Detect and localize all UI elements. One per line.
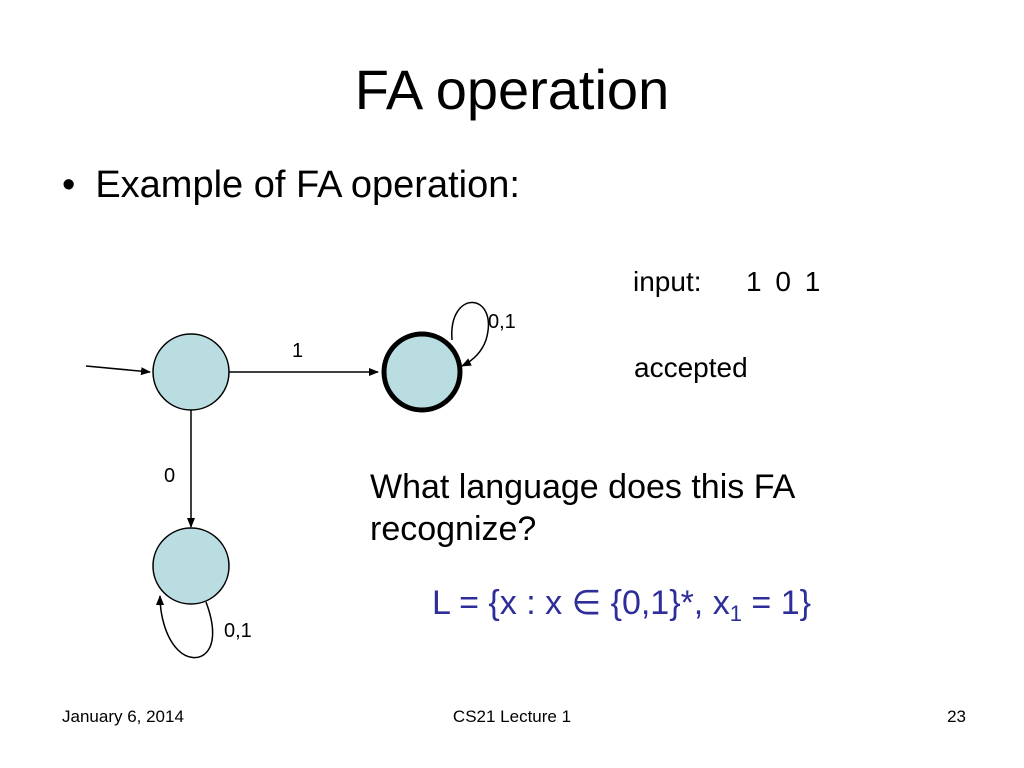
footer-course: CS21 Lecture 1 [452, 707, 572, 726]
language-answer: L = {x : x ∈ {0,1}*, x1 = 1} [432, 584, 811, 625]
run-result: accepted [634, 352, 748, 383]
state-start [152, 333, 230, 411]
edge-label-start-to-dead: 0 [164, 465, 175, 487]
slide-title: FA operation [354, 58, 670, 121]
input-label: input: [633, 266, 702, 297]
loop-label-accept: 0,1 [488, 311, 516, 333]
edge-label-start-to-accept: 1 [292, 340, 303, 362]
state-dead [152, 527, 230, 605]
loop-accept [451, 301, 489, 367]
bullet-item: • Example of FA operation: [62, 166, 520, 204]
footer-page-number: 23 [947, 707, 966, 726]
loop-dead [156, 595, 214, 659]
start-arrow [85, 365, 151, 376]
bullet-text: Example of FA operation: [95, 164, 520, 206]
answer-prefix: L = {x : x ∈ {0,1}*, x [432, 584, 730, 622]
state-accept [381, 331, 463, 413]
input-value: 1 0 1 [746, 266, 821, 297]
answer-subscript: 1 [729, 601, 742, 626]
question-text: What language does this FA recognize? [370, 468, 794, 548]
footer-date: January 6, 2014 [62, 707, 184, 726]
bullet-dot: • [62, 164, 76, 206]
loop-label-dead: 0,1 [224, 620, 252, 642]
answer-suffix: = 1} [741, 584, 811, 622]
